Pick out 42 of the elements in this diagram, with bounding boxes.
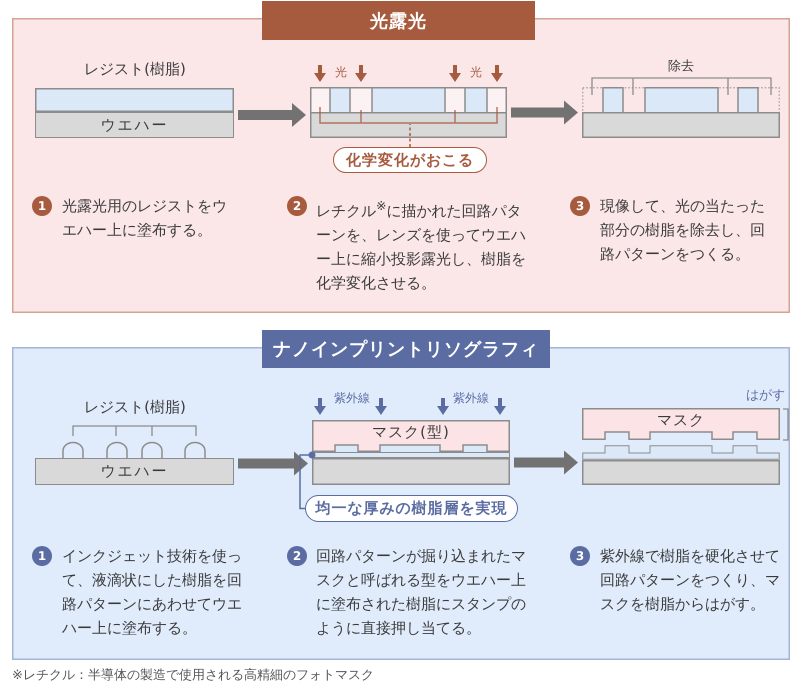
arrow-label: 紫外線 <box>334 390 370 407</box>
step-description: 現像して、光の当たった部分の樹脂を除去し、回路パターンをつくる。 <box>600 196 766 265</box>
step-number: 2 <box>287 546 307 566</box>
callout-label: 均一な厚みの樹脂層を実現 <box>305 495 518 522</box>
leader-line <box>409 124 411 147</box>
wafer-layer <box>312 458 510 485</box>
arrow <box>238 452 308 476</box>
step-description: 紫外線で樹脂を硬化させて回路パターンをつくり、マスクを樹脂からはがす。 <box>600 546 781 615</box>
callout-label: 化学変化がおこる <box>333 147 487 173</box>
section-heading: ナノインプリントリソグラフィ <box>262 330 550 368</box>
resin-layer <box>312 452 510 458</box>
section-heading: 光露光 <box>262 1 535 40</box>
arrow <box>238 103 306 127</box>
mask-block: マスク(型) <box>312 420 510 452</box>
step-number: 1 <box>32 546 52 566</box>
wafer-layer: ウエハー <box>35 458 234 485</box>
step-number: 1 <box>32 196 52 216</box>
arrow-label: 紫外線 <box>453 390 489 407</box>
leader-line <box>299 452 316 510</box>
step-number: 2 <box>287 196 307 216</box>
mask-block: マスク <box>582 408 780 440</box>
arrow <box>514 450 578 474</box>
step-number: 3 <box>570 546 590 566</box>
layer-label: レジスト(樹脂) <box>84 59 186 79</box>
arrow <box>511 100 578 124</box>
cross-section-drawing <box>582 87 780 138</box>
arrow-label: 光 <box>470 64 482 81</box>
wafer-layer: ウエハー <box>35 112 234 138</box>
resist-layer <box>35 88 234 112</box>
resin-pattern <box>582 445 780 460</box>
step-description: 回路パターンが掘り込まれたマスクと呼ばれる型をウエハー上に塗布された樹脂にスタンプのように直接押し当てる。 <box>316 546 527 639</box>
wafer-layer <box>582 460 780 485</box>
step-description: 光露光用のレジストをウエハー上に塗布する。 <box>62 196 228 241</box>
bracket-label: 除去 <box>668 58 694 76</box>
cross-section-drawing <box>310 87 507 138</box>
arrow-label: 光 <box>335 64 347 81</box>
step-description: インクジェット技術を使って、液滴状にした樹脂を回路パターンにあわせてウエハー上に塗布する。 <box>62 546 243 639</box>
footnote: ※レチクル：半導体の製造で使用される高精細のフォトマスク <box>12 667 374 685</box>
layer-label: レジスト(樹脂) <box>84 397 186 417</box>
step-number: 3 <box>570 196 590 216</box>
step-description: レチクル$^{※}$に描かれた回路パターンを、レンズを使ってウエハー上に縮小投影露光し、樹脂を化学変化させる。 <box>316 197 527 294</box>
bracket-label: はがす <box>746 387 785 405</box>
